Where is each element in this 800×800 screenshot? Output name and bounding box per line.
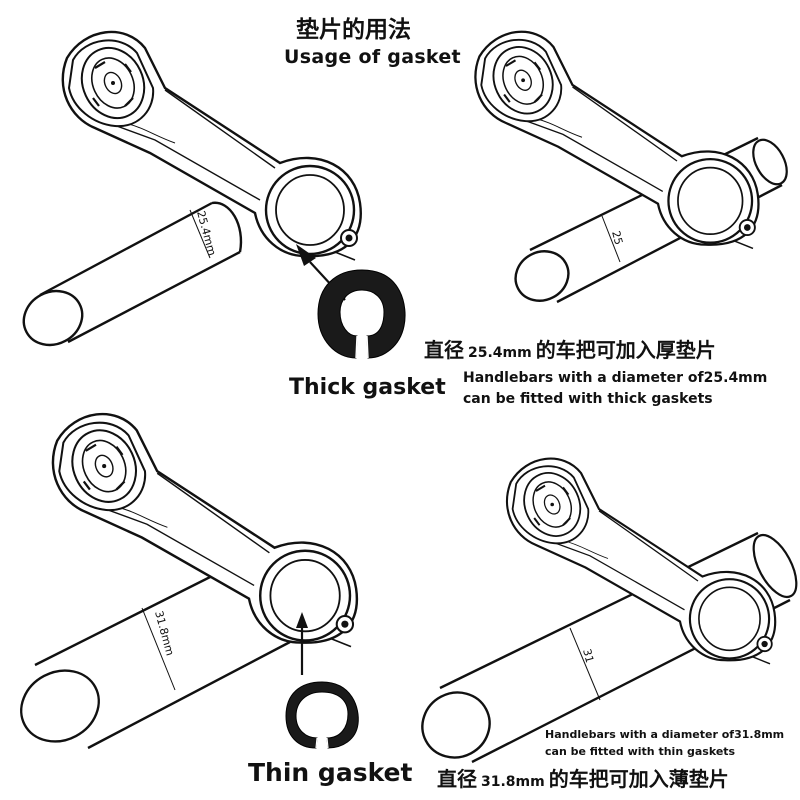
thin-en-line2: can be fitted with thin gaskets <box>545 745 736 758</box>
thick-caption-english: Handlebars with a diameter of25.4mm can … <box>463 368 767 410</box>
panel-top-left <box>22 30 406 359</box>
arrow-head-thin <box>296 612 308 628</box>
thin-en-diameter: 31.8mm <box>734 728 785 741</box>
thin-gasket-label: Thin gasket <box>248 758 413 787</box>
thin-cn-prefix: 直径 <box>437 767 477 791</box>
dimension-label-br: 31 <box>580 647 596 664</box>
panel-bottom-left <box>20 412 359 750</box>
thin-gasket-image <box>285 681 359 749</box>
thin-caption-english: Handlebars with a diameter of31.8mm can … <box>545 726 784 760</box>
thick-gasket-image <box>317 269 406 359</box>
dimension-label-tr: 25 <box>609 229 625 246</box>
thin-en-line1: Handlebars with a diameter of <box>545 728 735 741</box>
thick-en-diameter: 25.4mm <box>703 370 768 386</box>
handlebar-25-4-tube <box>22 201 245 347</box>
thick-en-line2: can be fitted with thick gaskets <box>463 391 713 407</box>
panel-top-right <box>474 30 788 304</box>
thin-cn-diameter: 31.8mm <box>481 774 545 790</box>
thick-cn-prefix: 直径 <box>424 338 464 362</box>
title-chinese: 垫片的用法 <box>296 17 411 43</box>
thin-cn-suffix: 的车把可加入薄垫片 <box>548 767 729 791</box>
thick-cn-diameter: 25.4mm <box>468 345 532 361</box>
thick-cn-suffix: 的车把可加入厚垫片 <box>535 338 716 362</box>
panel-bottom-right <box>421 457 798 764</box>
thick-gasket-label: Thick gasket <box>289 375 446 400</box>
title-english: Usage of gasket <box>284 46 461 68</box>
thick-en-line1: Handlebars with a diameter of <box>463 370 704 386</box>
arrow-head-thick <box>296 244 316 266</box>
